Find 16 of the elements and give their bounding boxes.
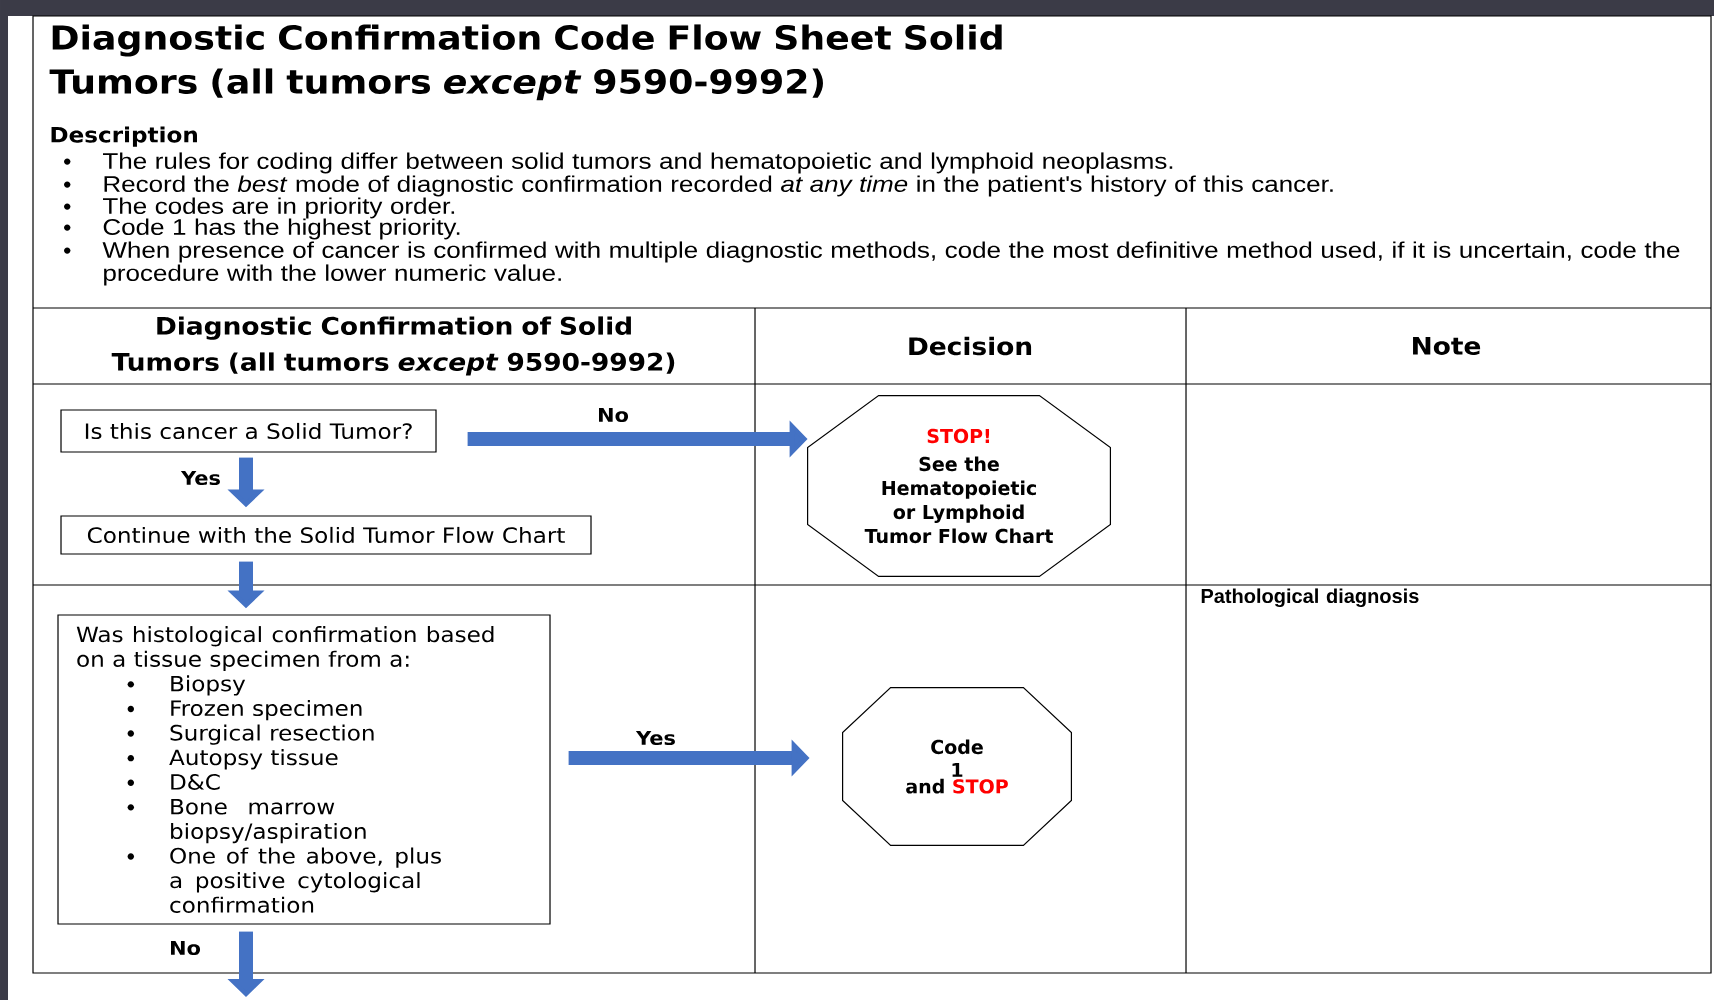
bullet-item: The rules for coding differ between solid tumors and hematopoietic and lymphoid neoplasms. (64, 152, 1173, 174)
bullet-item: When presence of cancer is confirmed with multiple diagnostic methods, code the most definitive method used, if it is uncertain, code the procedure with the lower numeric value. (64, 241, 1680, 286)
process-box: Is this cancer a Solid Tumor? (60, 409, 437, 453)
note-text: Pathological diagnosis (1201, 588, 1419, 608)
title: Diagnostic Confirmation Code Flow Sheet Solid Tumors (all tumors except 9590-9992) (49, 24, 1002, 101)
bullet-item: Code 1 has the highest priority. (64, 218, 460, 240)
column-header: Diagnostic Confirmation of Solid Tumors (all tumors except 9590-9992) (111, 316, 675, 376)
question-box: Was histological confirmation based on a tissue specimen from a: Biopsy Frozen specimen Surgical resection Autopsy tissue D&C Bone marrow biopsy/aspiration One of the above, plus a positive cytological confirmation (57, 614, 551, 925)
stop-octagon: Code 1 and STOP (842, 687, 1072, 846)
column-header: Decision (909, 336, 1032, 356)
stop-octagon: STOP! See the Hematopoietic or Lymphoid Tumor Flow Chart (807, 395, 1111, 577)
section-heading: Description (51, 126, 197, 147)
bullet-item: Record the best mode of diagnostic confirmation recorded at any time in the patient's history of this cancer. (64, 175, 1333, 197)
bullet-item: The codes are in priority order. (64, 197, 455, 219)
process-box: Continue with the Solid Tumor Flow Chart (60, 515, 592, 555)
column-header: Note (1413, 337, 1481, 355)
